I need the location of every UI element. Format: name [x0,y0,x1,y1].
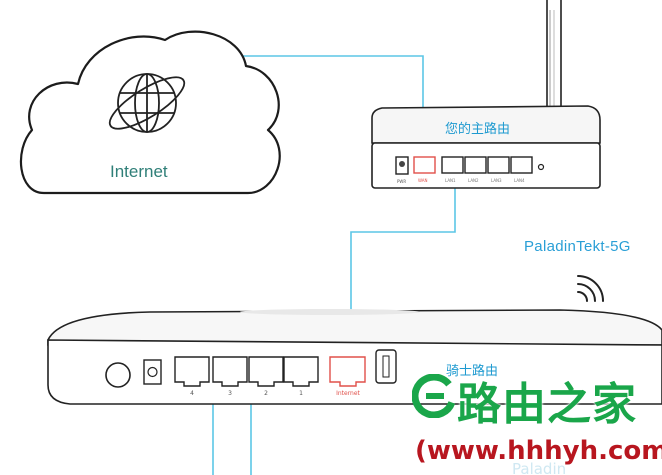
internet-port [329,356,366,387]
internet-label: Internet [110,162,168,181]
port-label-wan: WAN [418,178,427,183]
port-label-lan1: LAN1 [445,178,456,183]
port-label-lan2: LAN2 [468,178,479,183]
watermark-logo-icon [412,374,456,418]
knight-router-label: 骑士路由 [446,363,499,378]
lan-port-4 [510,156,533,174]
knight-port-label-2: 2 [264,390,268,397]
knight-port-label-3: 3 [228,390,232,397]
watermark-url: (www.hhhyh.com) [415,436,662,466]
watermark-partial-text: Paladin [512,460,566,475]
knight-port-label-4: 4 [190,390,194,397]
internet-cloud [19,30,281,195]
knight-router-top [47,309,662,346]
reset-button [537,163,545,171]
main-router: PWR WAN LAN1 LAN2 LAN3 LAN4 [371,0,601,189]
main-router-label: 您的主路由 [445,121,511,136]
port-label-lan3: LAN3 [491,178,502,183]
lan-port-2 [464,156,487,174]
main-router-ports [413,156,533,174]
lan-port-4 [174,356,210,387]
lan-port-1 [441,156,464,174]
knight-lan-ports [174,356,319,387]
power-button [105,362,131,388]
knight-port-label-1: 1 [299,390,303,397]
main-router-top [371,105,601,144]
lan-port-3 [487,156,510,174]
wifi-signal-icon [577,275,604,302]
internet-port-label: Internet [336,390,360,397]
globe-icon [108,73,186,133]
power-port-label: PWR [397,179,406,184]
lan-port-1 [283,356,319,387]
lan-port-2 [248,356,284,387]
cable-main-to-knight-router [350,166,456,363]
watermark-title: 路由之家 [457,379,637,430]
knight-router: 4 3 2 1 Internet [47,309,662,405]
port-label-lan4: LAN4 [514,178,525,183]
lan-port-3 [212,356,248,387]
wifi-ssid-label: PaladinTekt-5G [524,238,631,255]
wan-port [413,156,436,174]
